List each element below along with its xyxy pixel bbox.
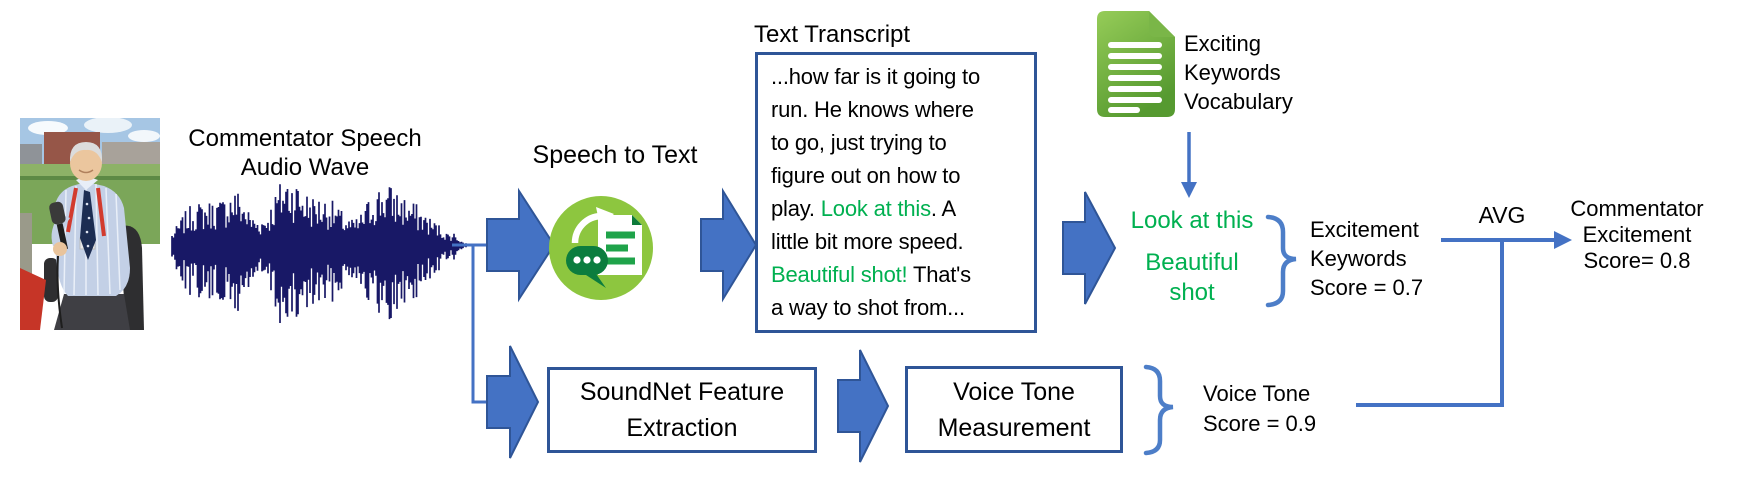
avg-arrowhead	[1554, 231, 1572, 249]
keywords-score-line3: Score = 0.7	[1310, 275, 1424, 300]
vocabulary-document-icon	[1095, 9, 1177, 119]
soundnet-box-line1: SoundNet Feature	[579, 378, 785, 406]
soundnet-box-line2: Extraction	[626, 414, 738, 442]
arrow-to-speech-to-text	[486, 187, 556, 303]
vocabulary-label: Exciting Keywords Vocabulary	[1184, 29, 1293, 116]
vocabulary-label-line3: Vocabulary	[1184, 89, 1293, 114]
keywords-score-label: Excitement Keywords Score = 0.7	[1310, 215, 1423, 302]
vocabulary-label-line2: Keywords	[1184, 60, 1281, 85]
speech-to-text-label: Speech to Text	[532, 141, 698, 169]
soundnet-box: SoundNet Feature Extraction	[547, 367, 817, 453]
audio-wave-label: Commentator Speech Audio Wave	[160, 124, 450, 182]
avg-label: AVG	[1478, 202, 1526, 228]
keywords-score-line2: Keywords	[1310, 246, 1407, 271]
arrow-to-soundnet	[486, 345, 540, 459]
arrow-to-voice-tone	[837, 349, 890, 463]
commentator-photo	[20, 117, 160, 330]
voice-tone-box-line1: Voice Tone	[953, 377, 1075, 406]
voice-tone-box: Voice Tone Measurement	[905, 366, 1123, 453]
audio-wave-label-line1: Commentator Speech	[188, 125, 422, 152]
arrow-to-keywords	[1062, 191, 1117, 305]
keywords-score-line1: Excitement	[1310, 217, 1419, 242]
waveform-split-connector	[452, 243, 486, 404]
arrow-to-transcript	[700, 187, 758, 303]
keywords-bracket	[1265, 214, 1297, 308]
vocabulary-label-line1: Exciting	[1184, 31, 1262, 56]
transcript-title: Text Transcript	[754, 21, 911, 48]
audio-waveform	[171, 184, 469, 323]
final-score-line2: Excitement	[1582, 222, 1692, 247]
voice-tone-score-line1: Voice Tone	[1203, 381, 1311, 406]
voice-tone-score-line2: Score = 0.9	[1203, 411, 1317, 436]
vocabulary-down-arrowhead	[1181, 182, 1197, 198]
final-score-line3: Score= 0.8	[1583, 248, 1691, 273]
voice-tone-score-label: Voice Tone Score = 0.9	[1203, 379, 1316, 439]
final-score-label: Commentator Excitement Score= 0.8	[1561, 196, 1713, 274]
voice-score-to-avg-connector	[1356, 241, 1504, 407]
voice-tone-box-line2: Measurement	[937, 413, 1091, 442]
speech-to-text-icon	[548, 195, 654, 301]
final-score-line1: Commentator	[1570, 196, 1704, 221]
voice-tone-bracket	[1143, 364, 1174, 456]
audio-wave-label-line2: Audio Wave	[240, 154, 370, 181]
